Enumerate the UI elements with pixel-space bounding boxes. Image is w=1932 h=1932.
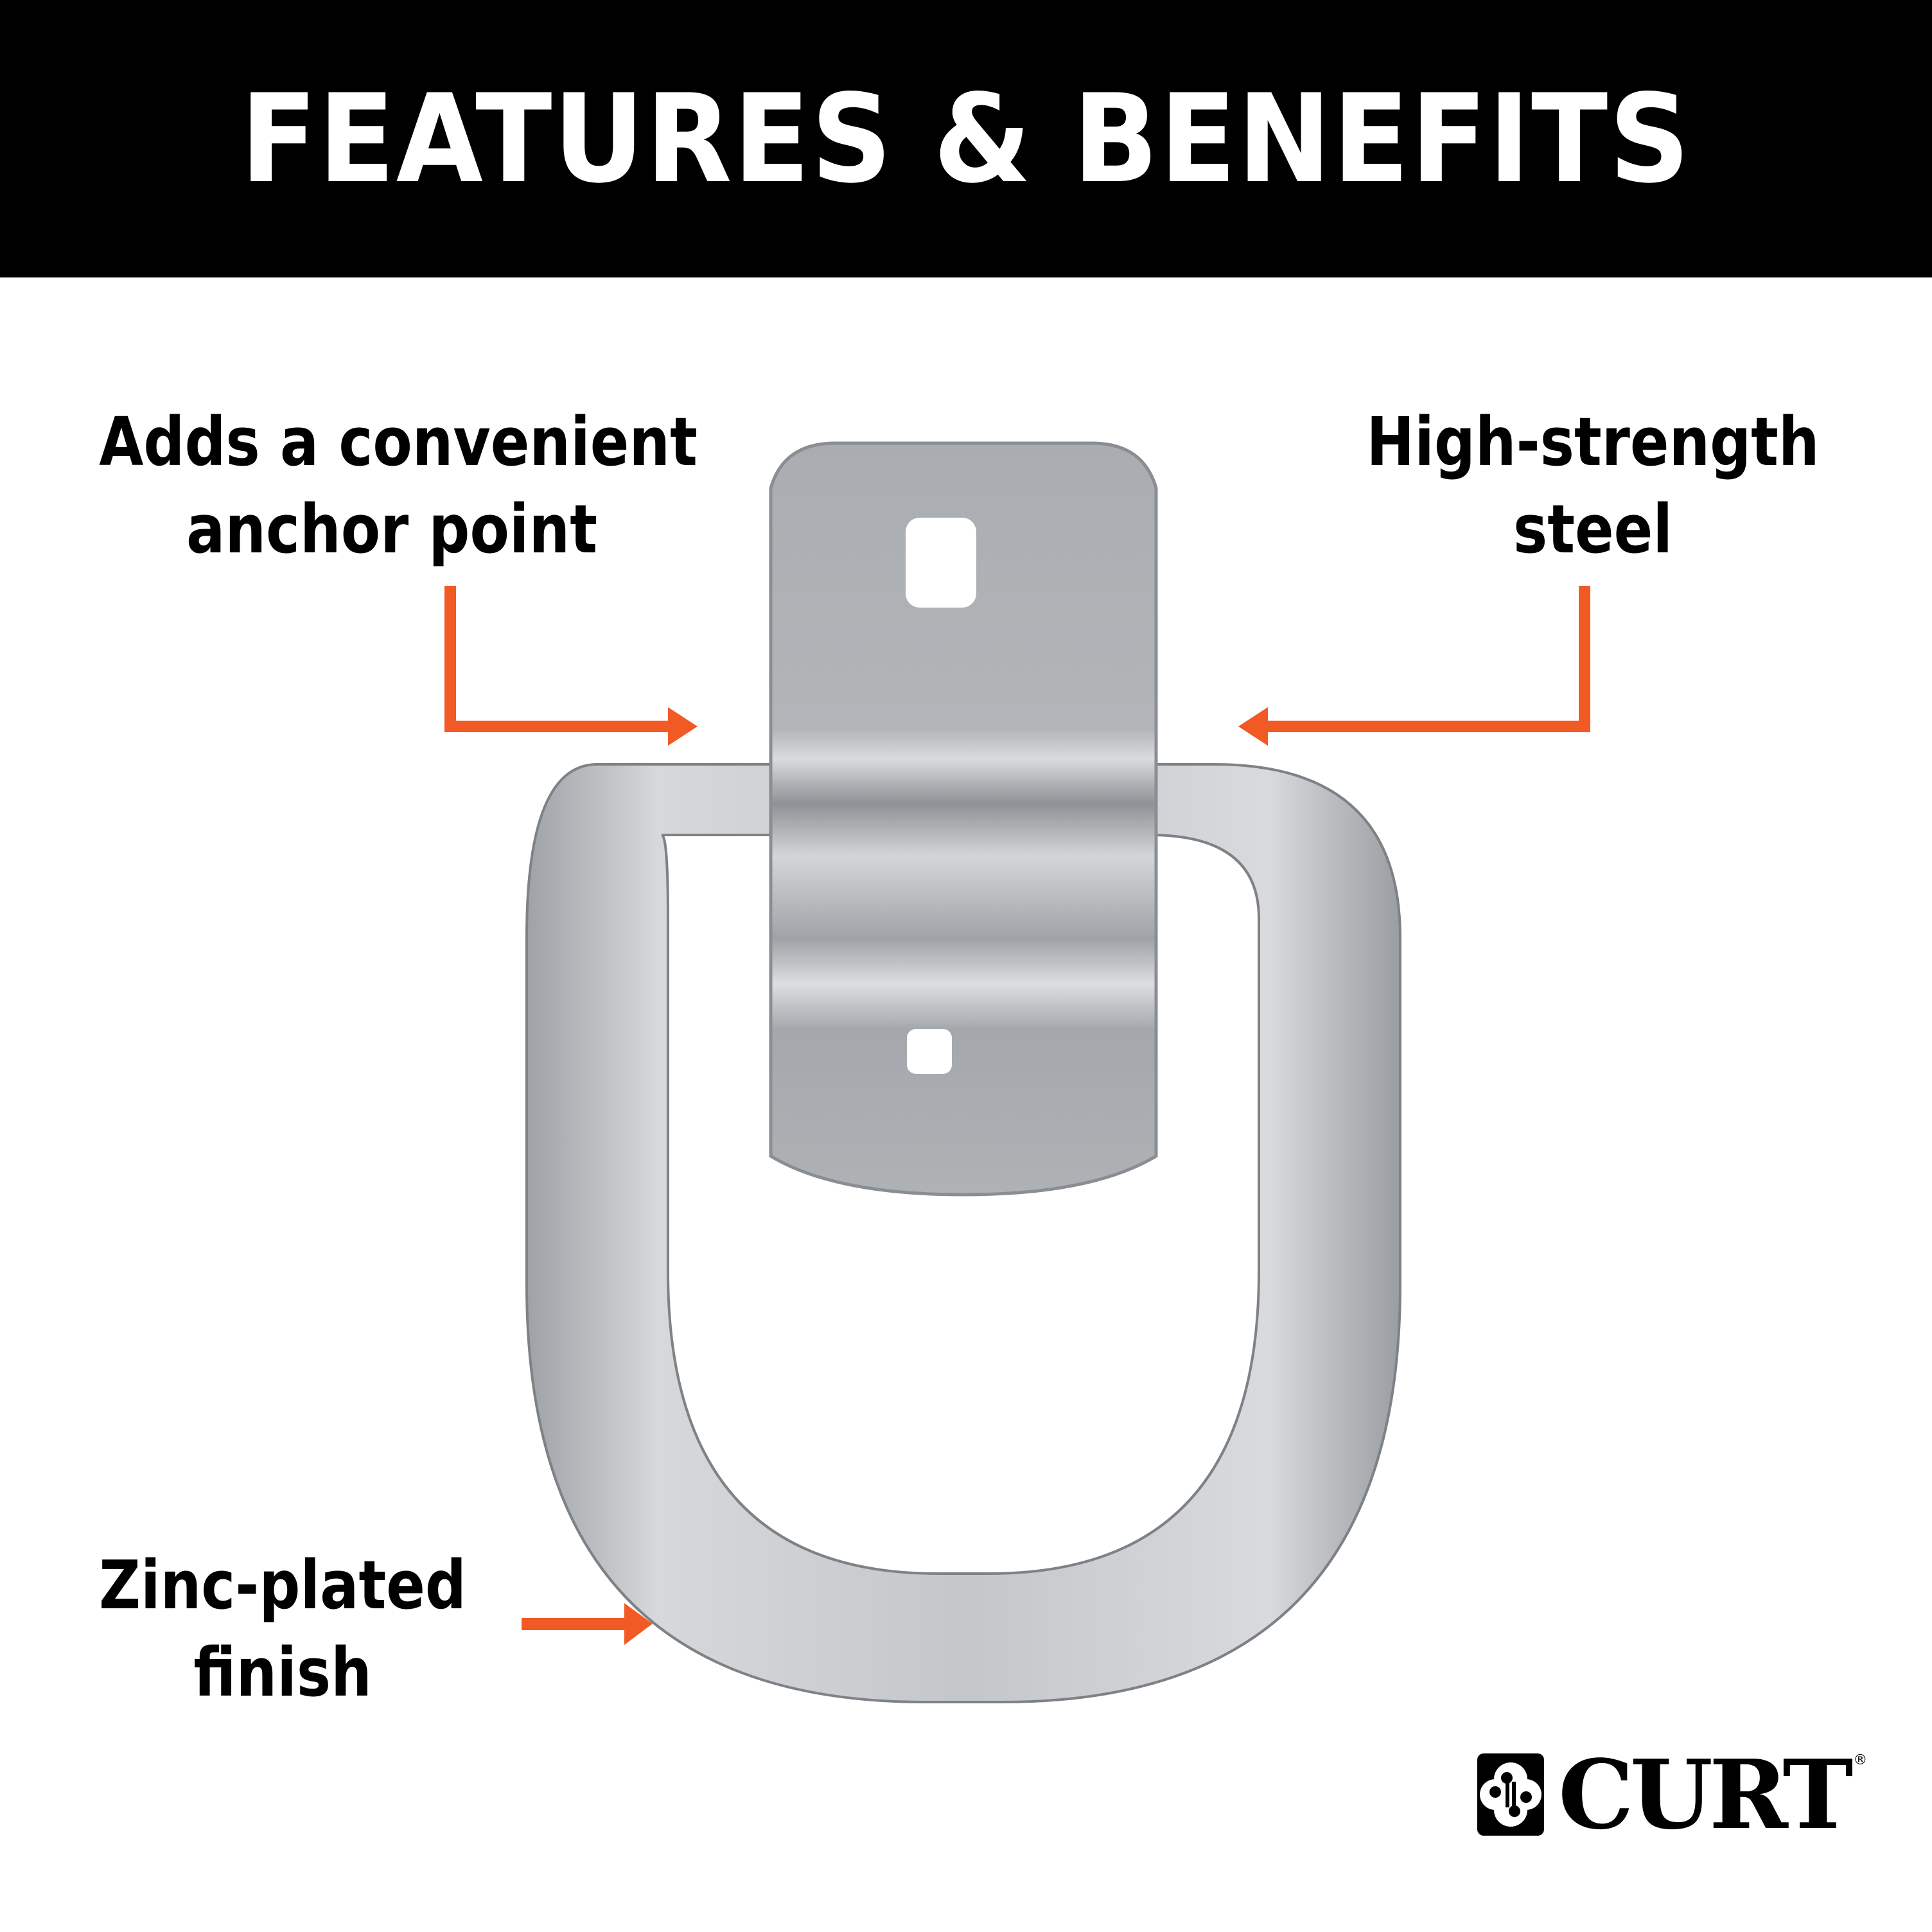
callout-line: Zinc-plated: [99, 1546, 466, 1624]
curt-logo-mark-icon: [1477, 1753, 1544, 1836]
callout-line: High-strength: [1366, 403, 1820, 481]
callout-anchor-point: Adds a convenient anchor point: [99, 398, 698, 573]
arrow-left-icon: [1238, 586, 1590, 746]
callout-zinc-plated-finish: Zinc-plated finish: [89, 1541, 476, 1716]
arrow-right-icon: [522, 1603, 653, 1645]
page-title: FEATURES & BENEFITS: [240, 67, 1692, 210]
brand-logo: CURT ®: [1477, 1747, 1867, 1842]
brand-name: CURT: [1558, 1739, 1853, 1850]
header-banner: FEATURES & BENEFITS: [0, 0, 1932, 277]
arrow-right-icon: [444, 586, 698, 746]
callout-line: steel: [1513, 490, 1673, 568]
callout-line: finish: [193, 1633, 372, 1712]
callout-line: Adds a convenient: [99, 403, 698, 481]
callout-line: anchor point: [186, 490, 597, 568]
registered-mark: ®: [1853, 1752, 1868, 1768]
callout-high-strength-steel: High-strength steel: [1333, 398, 1852, 573]
